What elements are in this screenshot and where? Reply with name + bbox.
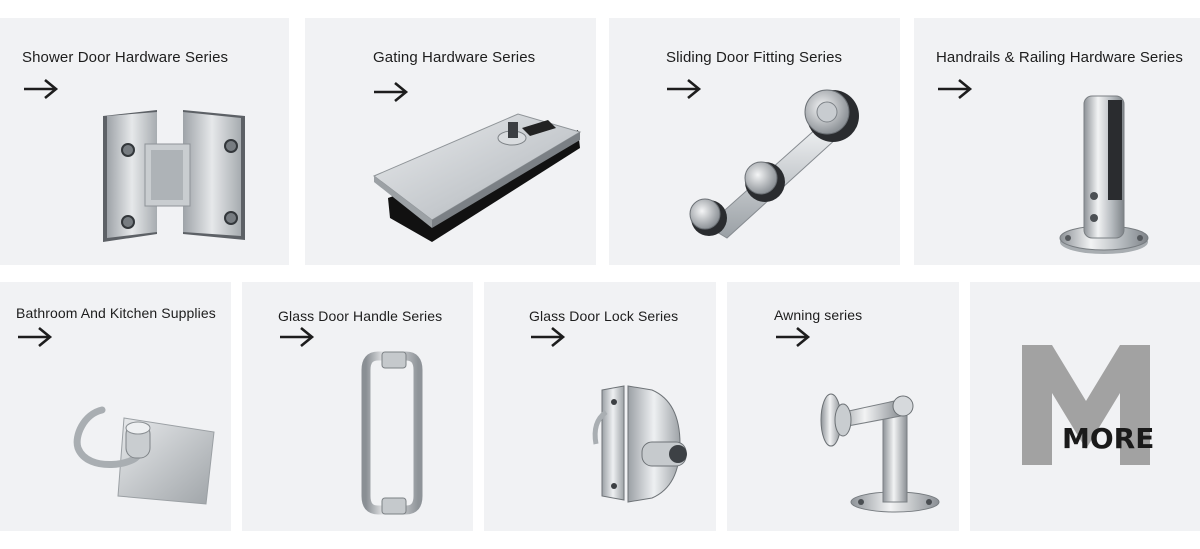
door-pull-handle-image <box>361 351 423 515</box>
wall-hook-image <box>73 406 215 505</box>
category-card-glass-door-lock[interactable]: Glass Door Lock Series <box>484 282 716 531</box>
category-title: Gating Hardware Series <box>373 49 536 66</box>
arrow-right-icon <box>280 326 315 348</box>
category-card-glass-door-handle[interactable]: Glass Door Handle Series <box>242 282 473 531</box>
arrow-right-icon <box>374 81 409 103</box>
arrow-right-icon <box>667 78 702 100</box>
category-card-handrails-railing[interactable]: Handrails & Railing Hardware Series <box>914 18 1200 265</box>
floor-spring-image <box>373 113 582 242</box>
sliding-roller-image <box>689 89 859 239</box>
glass-door-lock-image <box>592 385 687 503</box>
glass-door-hinge-image <box>103 110 245 242</box>
more-label: MORE <box>1062 422 1155 455</box>
category-card-sliding-door-fitting[interactable]: Sliding Door Fitting Series <box>609 18 900 265</box>
arrow-right-icon <box>531 326 566 348</box>
glass-spigot-image <box>1059 95 1149 254</box>
category-title: Awning series <box>774 307 863 323</box>
category-title: Glass Door Handle Series <box>278 308 443 324</box>
more-letter-m-graphic <box>1022 345 1150 465</box>
category-card-bathroom-kitchen-supplies[interactable]: Bathroom And Kitchen Supplies <box>0 282 231 531</box>
category-card-shower-door-hardware[interactable]: Shower Door Hardware Series <box>0 18 289 265</box>
more-categories-card[interactable]: MORE <box>970 282 1200 531</box>
arrow-right-icon <box>24 78 59 100</box>
category-title: Sliding Door Fitting Series <box>666 49 843 66</box>
category-title: Glass Door Lock Series <box>529 308 679 324</box>
category-title: Bathroom And Kitchen Supplies <box>16 305 216 321</box>
arrow-right-icon <box>938 78 973 100</box>
category-card-awning-series[interactable]: Awning series <box>727 282 959 531</box>
category-title: Handrails & Railing Hardware Series <box>936 49 1183 66</box>
arrow-right-icon <box>18 326 53 348</box>
arrow-right-icon <box>776 326 811 348</box>
category-card-gating-hardware[interactable]: Gating Hardware Series <box>305 18 596 265</box>
awning-bracket-image <box>820 393 940 513</box>
category-title: Shower Door Hardware Series <box>22 49 229 66</box>
